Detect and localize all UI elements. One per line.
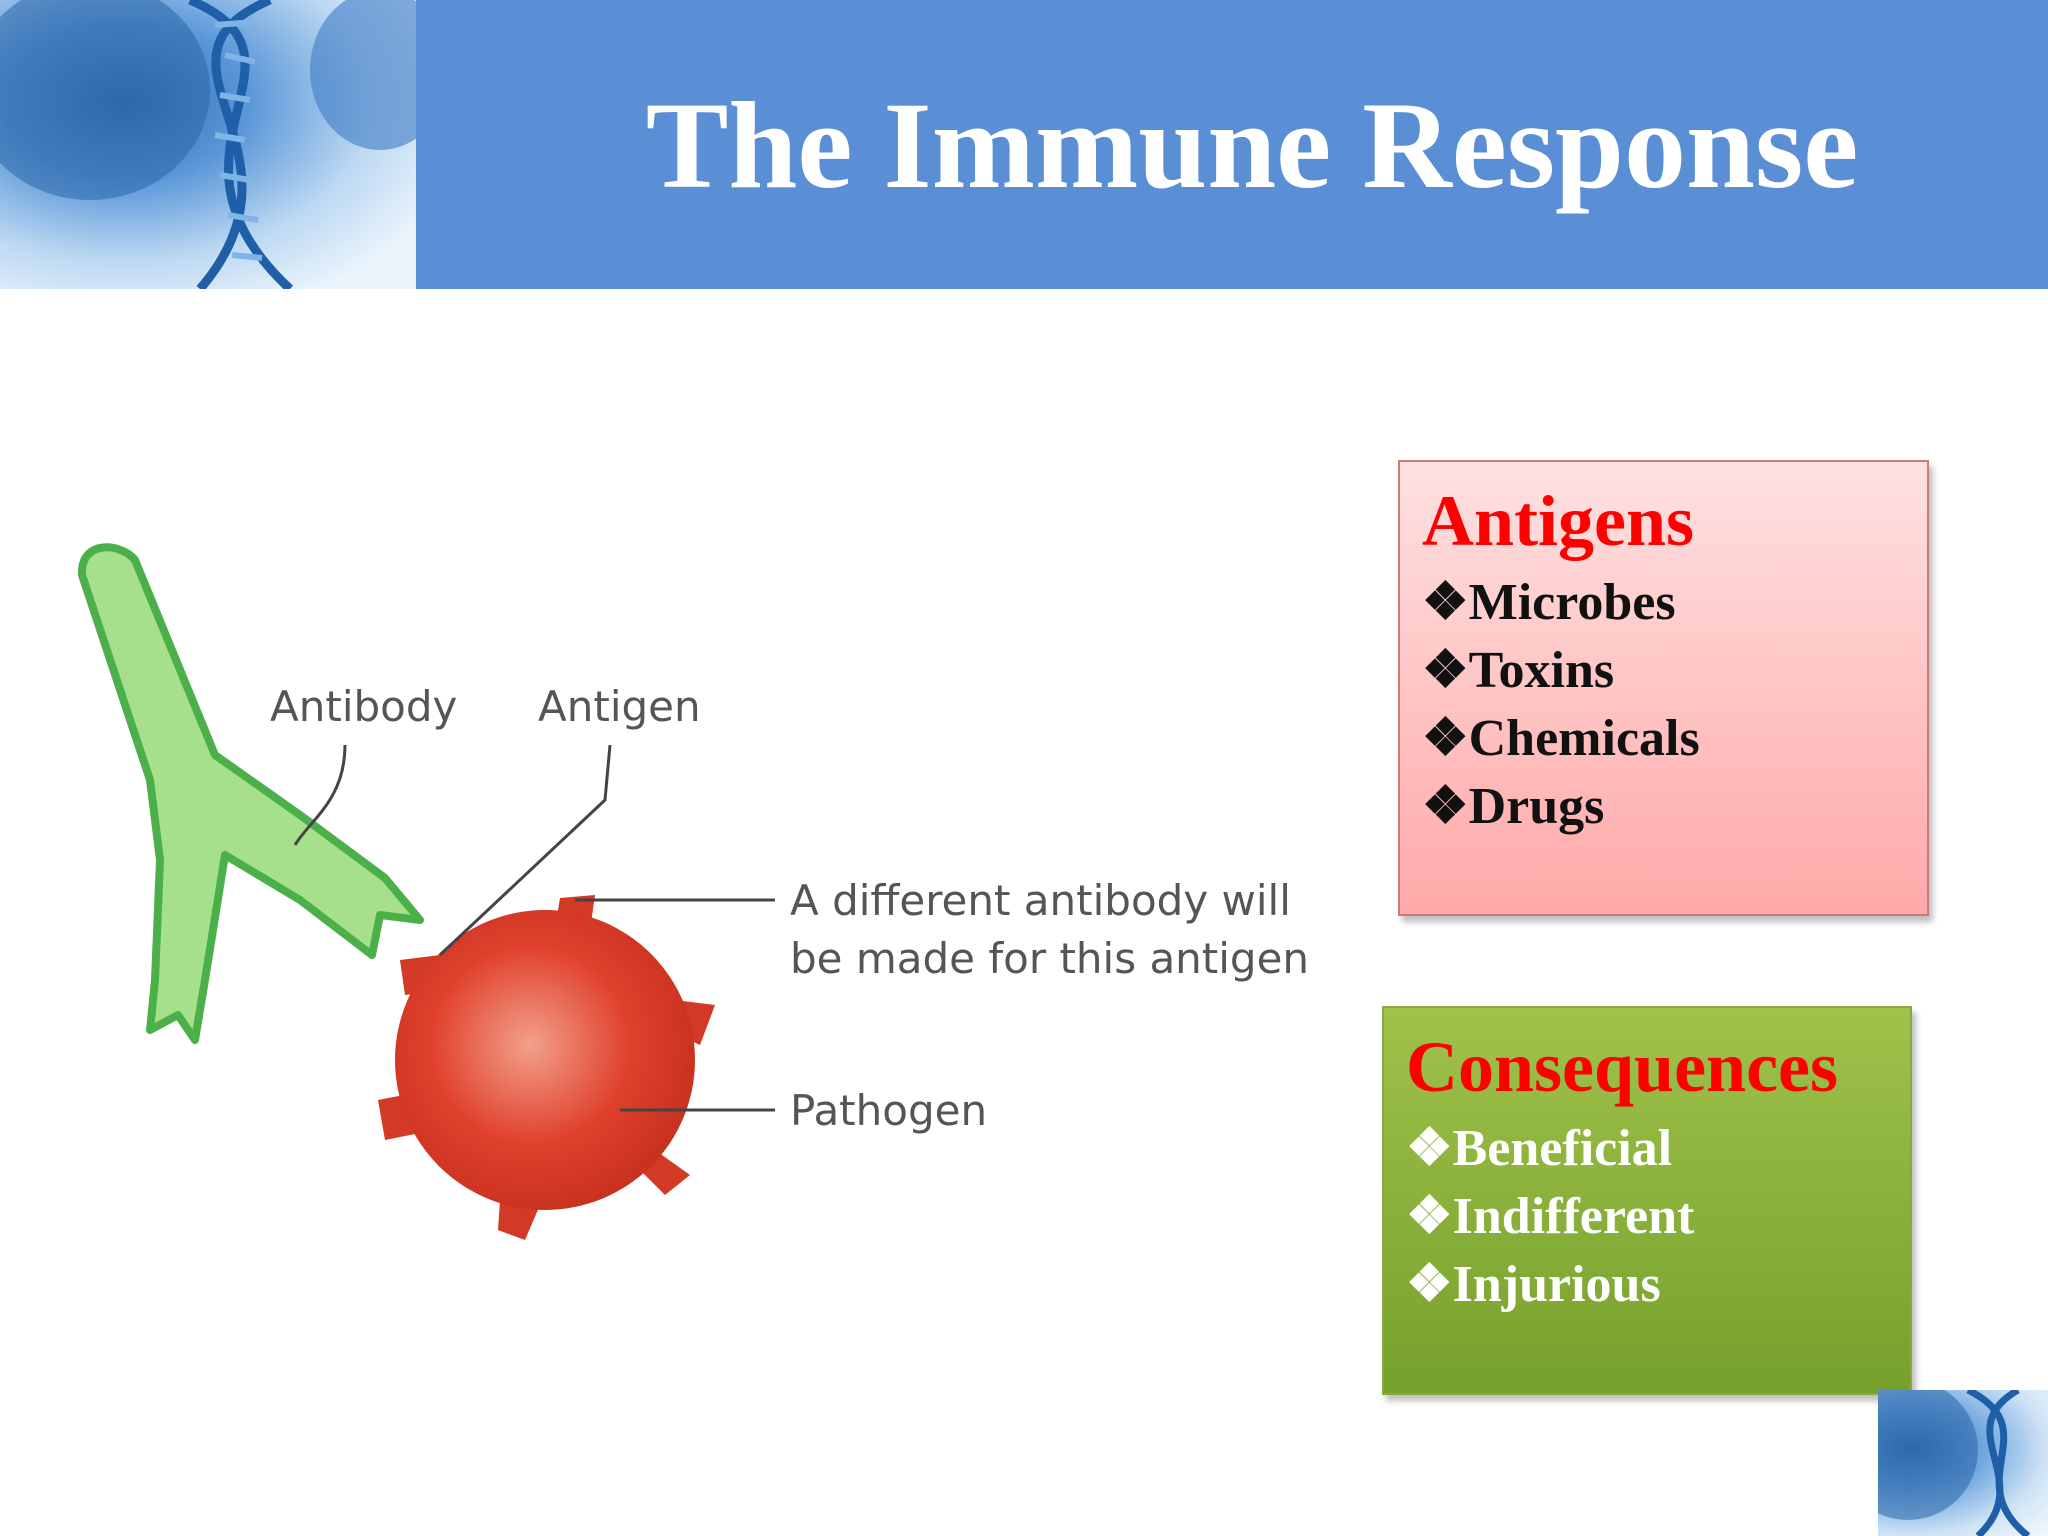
list-item: ❖Drugs xyxy=(1422,773,1905,841)
antibody-antigen-diagram: Antibody Antigen A different antibody wi… xyxy=(0,460,1340,1360)
antigen-label: Antigen xyxy=(538,682,701,731)
diamond-bullet-icon: ❖ xyxy=(1422,710,1469,768)
list-item: ❖Toxins xyxy=(1422,637,1905,705)
antigen-spike xyxy=(498,1200,540,1240)
pathogen-shape xyxy=(395,910,695,1210)
diamond-bullet-icon: ❖ xyxy=(1422,574,1469,632)
diamond-bullet-icon: ❖ xyxy=(1406,1188,1453,1246)
dna-corner-decoration xyxy=(1878,1390,2048,1536)
list-item: ❖ Beneficial xyxy=(1406,1115,1888,1183)
consequences-list: ❖ Beneficial ❖ Indifferent ❖ Injurious xyxy=(1406,1115,1888,1319)
consequences-box: Consequences ❖ Beneficial ❖ Indifferent … xyxy=(1382,1006,1912,1395)
diamond-bullet-icon: ❖ xyxy=(1406,1256,1453,1314)
antibody-label: Antibody xyxy=(270,682,458,731)
antibody-shape xyxy=(78,543,424,1044)
antigens-list: ❖Microbes ❖Toxins ❖Chemicals ❖Drugs xyxy=(1422,569,1905,841)
antigens-box: Antigens ❖Microbes ❖Toxins ❖Chemicals ❖D… xyxy=(1398,460,1929,916)
pathogen-label: Pathogen xyxy=(790,1086,988,1135)
diamond-bullet-icon: ❖ xyxy=(1406,1120,1453,1178)
consequences-title: Consequences xyxy=(1406,1027,1839,1107)
list-item: ❖Microbes xyxy=(1422,569,1905,637)
list-item: ❖Chemicals xyxy=(1422,705,1905,773)
different-antibody-label-line1: A different antibody will xyxy=(790,876,1291,925)
dna-cell-decoration xyxy=(0,0,416,289)
slide-title: The Immune Response xyxy=(645,77,1859,214)
list-item: ❖ Injurious xyxy=(1406,1251,1888,1319)
antigens-title: Antigens xyxy=(1422,481,1695,561)
different-antibody-label-line2: be made for this antigen xyxy=(790,934,1310,983)
diamond-bullet-icon: ❖ xyxy=(1422,778,1469,836)
title-band xyxy=(416,0,2048,289)
list-item: ❖ Indifferent xyxy=(1406,1183,1888,1251)
diamond-bullet-icon: ❖ xyxy=(1422,642,1469,700)
